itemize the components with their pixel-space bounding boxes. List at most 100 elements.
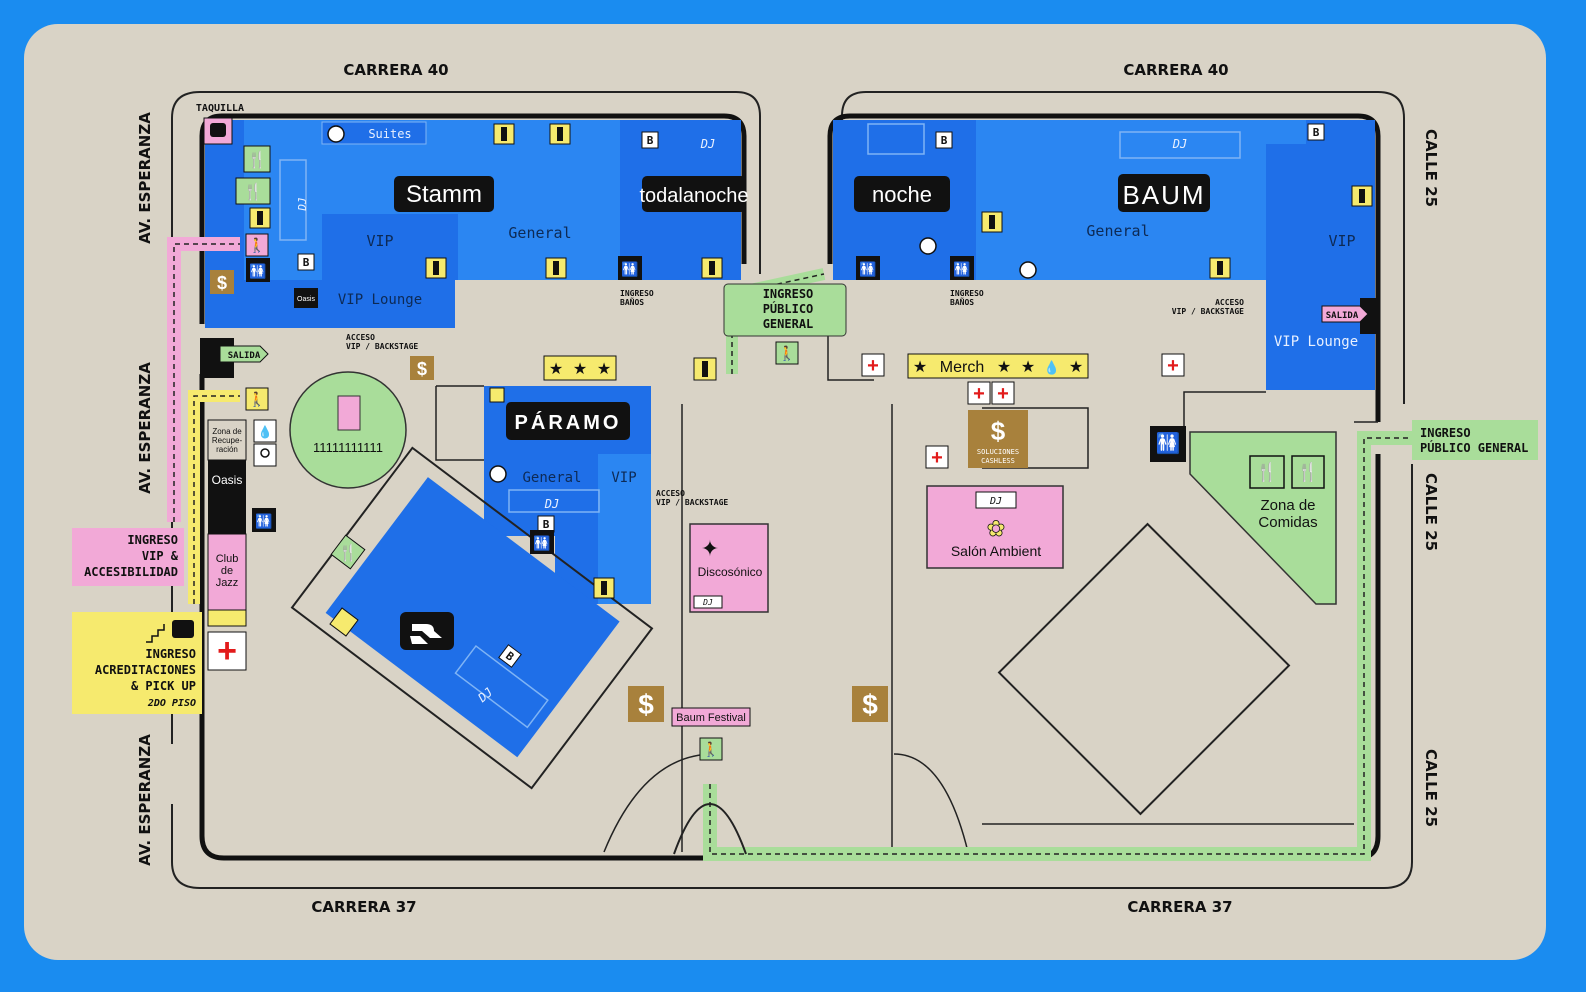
food-court-icon: 🍴 [1249,455,1285,489]
restroom-icon: 🚻 [246,258,270,282]
street-carrera-40-right: CARRERA 40 [1123,61,1228,79]
svg-text:★: ★ [997,359,1011,376]
street-av-esperanza-2: AV. ESPERANZA [136,362,154,494]
svg-text:Oasis: Oasis [297,296,315,303]
ingreso-acreditaciones[interactable]: INGRESO ACREDITACIONES & PICK UP 2DO PIS… [72,612,202,714]
zone-vip-right: VIP [1328,232,1355,250]
water-icon: 💧 [253,419,277,443]
accessibility-icon [919,237,937,255]
svg-text:★: ★ [549,361,563,378]
zone-general-baum: General [1086,222,1149,240]
svg-text:+: + [1167,355,1179,377]
street-carrera-37-left: CARRERA 37 [311,898,416,916]
drinks-icon [701,257,723,279]
stars-strip: ★ ★ ★ [543,355,617,381]
svg-text:GENERAL: GENERAL [763,317,814,331]
svg-text:VIP / BACKSTAGE: VIP / BACKSTAGE [346,342,418,351]
svg-text:INGRESO: INGRESO [145,647,196,661]
exit-right[interactable]: SALIDA [1321,298,1378,334]
svg-text:🍴: 🍴 [1297,461,1319,483]
bar-badge: B [297,253,315,271]
zone-general-stamm: General [508,224,571,242]
stage-noche[interactable]: noche [854,176,950,212]
svg-text:VIP / BACKSTAGE: VIP / BACKSTAGE [656,498,728,507]
drinks-icon [693,357,717,381]
drinks-icon [593,577,615,599]
taquilla[interactable]: TAQUILLA [196,103,244,145]
walking-person-icon: 🚶 [245,387,269,411]
stage-baum[interactable]: BAUM [1118,174,1210,212]
stage-todalanoche[interactable]: todalanoche [640,176,749,212]
exit-left[interactable]: SALIDA [200,338,269,378]
street-calle-25-2: CALLE 25 [1422,473,1440,551]
zone-vip-lounge-right: VIP Lounge [1274,334,1358,350]
restroom-icon: 🚻 [856,256,880,280]
baum-festival-tag: Baum Festival [671,707,751,727]
food-icon: 🍴 [330,534,366,570]
svg-text:todalanoche: todalanoche [640,185,749,207]
left-building [205,120,741,328]
circle-zone-label: 11111111111 [313,440,383,455]
street-av-esperanza-3: AV. ESPERANZA [136,734,154,866]
food-zone [1189,431,1337,605]
svg-text:🚻: 🚻 [953,261,970,278]
merch-strip[interactable]: ★ Merch ★ ★ 💧 ★ [907,353,1089,379]
ingreso-vip-accesibilidad[interactable]: INGRESO VIP & ACCESIBILIDAD [72,528,184,586]
ingreso-publico-general-center[interactable]: INGRESO PÚBLICO GENERAL [723,283,847,337]
svg-text:CASHLESS: CASHLESS [981,457,1015,465]
svg-text:PÁRAMO: PÁRAMO [515,411,622,434]
svg-text:ACREDITACIONES: ACREDITACIONES [95,663,196,677]
svg-text:★: ★ [573,361,587,378]
ingreso-publico-general-right[interactable]: INGRESO PÚBLICO GENERAL [1412,420,1538,460]
dj-paramo: DJ [544,497,559,511]
svg-text:💧: 💧 [1044,360,1060,375]
street-outlines [171,91,1413,889]
svg-text:★: ★ [1021,359,1035,376]
svg-text:SALIDA: SALIDA [228,351,261,361]
food-icon: 🍴 [1291,455,1325,489]
bar-badge: B [537,515,555,533]
lotus-icon: ✿ [987,516,1005,541]
acceso-label: ACCESO [1215,298,1244,307]
svg-text:B: B [941,134,948,147]
svg-text:★: ★ [597,361,611,378]
drinks-icon [1209,257,1231,279]
stage-paramo[interactable]: PÁRAMO [506,402,630,440]
svg-text:Baum Festival: Baum Festival [676,712,746,724]
badge-icon [172,620,194,638]
ticket-icon [210,123,226,137]
zona-comidas-label: Zona de [1260,497,1315,514]
svg-text:🚶: 🚶 [778,345,795,362]
svg-text:+: + [867,355,879,377]
stage-ra[interactable] [400,612,454,650]
bar-badge: B [1307,123,1325,141]
svg-text:🚻: 🚻 [255,513,272,530]
first-aid-icon: + [967,381,991,405]
svg-text:BAÑOS: BAÑOS [620,297,644,307]
svg-text:$: $ [638,689,654,720]
svg-text:PÚBLICO: PÚBLICO [763,301,814,316]
zone-vip-left: VIP [366,232,393,250]
zone-suites: Suites [368,127,411,141]
soluciones-cashless[interactable]: $ SOLUCIONES CASHLESS [968,410,1028,468]
svg-text:Club: Club [216,553,239,565]
food-court-icon: 🍴 [235,177,271,205]
open-field-outline [997,522,1291,816]
drinks-icon [329,607,359,637]
svg-text:+: + [217,632,237,670]
ingreso-banos-label: INGRESO [620,289,654,298]
zone-general-paramo: General [522,470,581,486]
svg-text:🍴: 🍴 [1256,461,1278,483]
ra-logo-icon [410,624,442,644]
svg-text:🚻: 🚻 [533,535,550,552]
stage-stamm[interactable]: Stamm [394,176,494,212]
restroom-icon: 🚻 [252,508,276,532]
svg-text:🚶: 🚶 [248,237,265,254]
svg-text:ACCESIBILIDAD: ACCESIBILIDAD [84,565,178,579]
path-outlines [435,324,1378,853]
svg-text:B: B [1313,126,1320,139]
svg-text:noche: noche [872,182,932,207]
svg-text:PÚBLICO GENERAL: PÚBLICO GENERAL [1420,440,1528,455]
bar-badge: B [498,644,522,668]
acceso-label: ACCESO [346,333,375,342]
